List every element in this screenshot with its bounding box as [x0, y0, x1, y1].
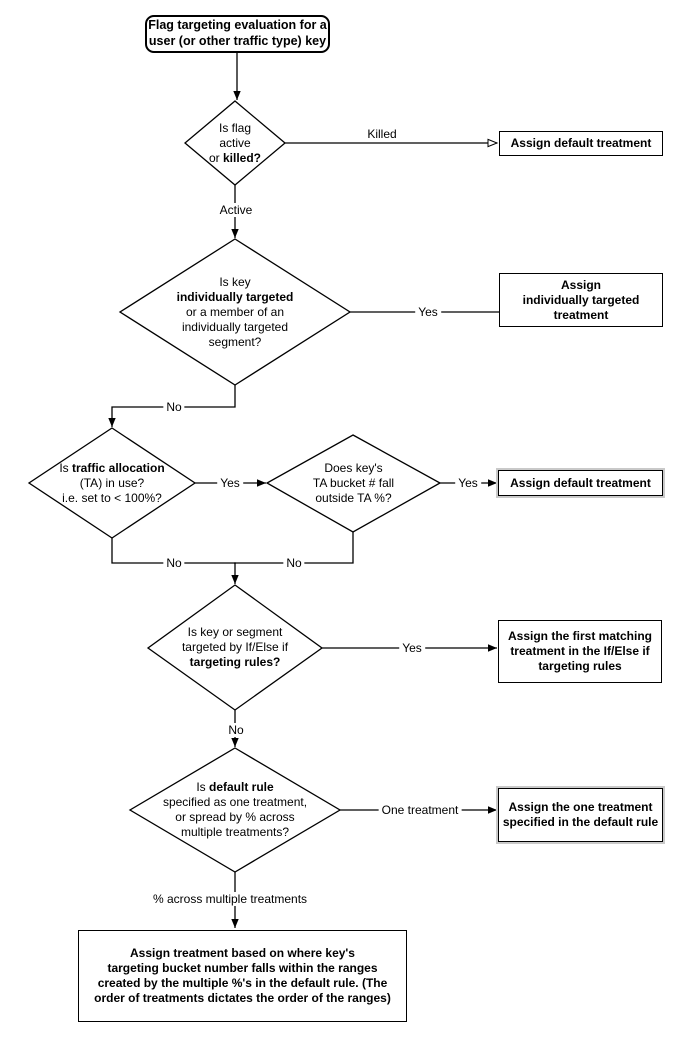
decision-flag-status-label: Is flag active or killed?: [208, 120, 262, 165]
edge-label-active: Active: [216, 203, 256, 217]
decision-individual-targeting-label: Is key individually targeted or a member…: [176, 274, 294, 349]
edge-label-no-ta: No: [163, 556, 185, 570]
edge-label-no-bucket: No: [283, 556, 305, 570]
decision-default-rule-label: Is default rule specified as one treatme…: [162, 780, 308, 839]
connector-no-bucket: [234, 532, 354, 564]
decision-targeting-rules: Is key or segment targeted by If/Else if…: [148, 585, 322, 710]
edge-label-killed: Killed: [364, 127, 400, 141]
outcome-first-matching: Assign the first matching treatment in t…: [498, 620, 662, 683]
edge-label-yes-rules: Yes: [399, 641, 425, 655]
decision-flag-status-shape: [183, 100, 287, 186]
decision-traffic-allocation-label: Is traffic allocation (TA) in use? i.e. …: [59, 460, 165, 505]
edge-label-no-rules: No: [225, 723, 247, 737]
edge-label-yes-bucket: Yes: [455, 476, 481, 490]
outcome-individually-targeted-label: Assign individually targeted treatment: [522, 277, 640, 322]
outcome-default-treatment-ta-label: Assign default treatment: [510, 475, 651, 490]
decision-default-rule: Is default rule specified as one treatme…: [130, 748, 340, 872]
decision-traffic-allocation: Is traffic allocation (TA) in use? i.e. …: [25, 428, 199, 538]
decision-individual-targeting: Is key individually targeted or a member…: [120, 239, 350, 385]
decision-traffic-allocation-shape: [27, 427, 197, 539]
decision-targeting-rules-label: Is key or segment targeted by If/Else if…: [181, 625, 289, 669]
outcome-default-treatment-killed: Assign default treatment: [499, 131, 663, 156]
edge-label-yes-individual: Yes: [415, 305, 441, 319]
outcome-one-treatment-label: Assign the one treatment specified in th…: [502, 800, 659, 829]
decision-flag-status: Is flag active or killed?: [185, 101, 285, 185]
decision-ta-bucket-shape: [265, 434, 442, 533]
decision-individual-targeting-shape: [118, 238, 352, 386]
decision-ta-bucket-label: Does key's TA bucket # fall outside TA %…: [312, 461, 395, 505]
outcome-individually-targeted: Assign individually targeted treatment: [499, 273, 663, 327]
edge-label-yes-ta: Yes: [217, 476, 243, 490]
edge-label-pct-across: % across multiple treatments: [149, 892, 311, 906]
edge-label-one-treatment: One treatment: [378, 803, 462, 817]
outcome-default-treatment-ta: Assign default treatment: [496, 468, 665, 498]
outcome-ranges: Assign treatment based on where key's ta…: [78, 930, 407, 1022]
decision-default-rule-shape: [128, 747, 342, 873]
connector-no-ta: [111, 538, 236, 564]
decision-targeting-rules-shape: [146, 584, 324, 711]
outcome-ranges-label: Assign treatment based on where key's ta…: [94, 946, 391, 1005]
outcome-default-treatment-killed-label: Assign default treatment: [510, 136, 652, 150]
decision-ta-bucket: Does key's TA bucket # fall outside TA %…: [267, 435, 440, 532]
outcome-first-matching-label: Assign the first matching treatment in t…: [507, 629, 653, 673]
outcome-one-treatment: Assign the one treatment specified in th…: [496, 786, 665, 844]
edge-label-no-individual: No: [163, 400, 185, 414]
